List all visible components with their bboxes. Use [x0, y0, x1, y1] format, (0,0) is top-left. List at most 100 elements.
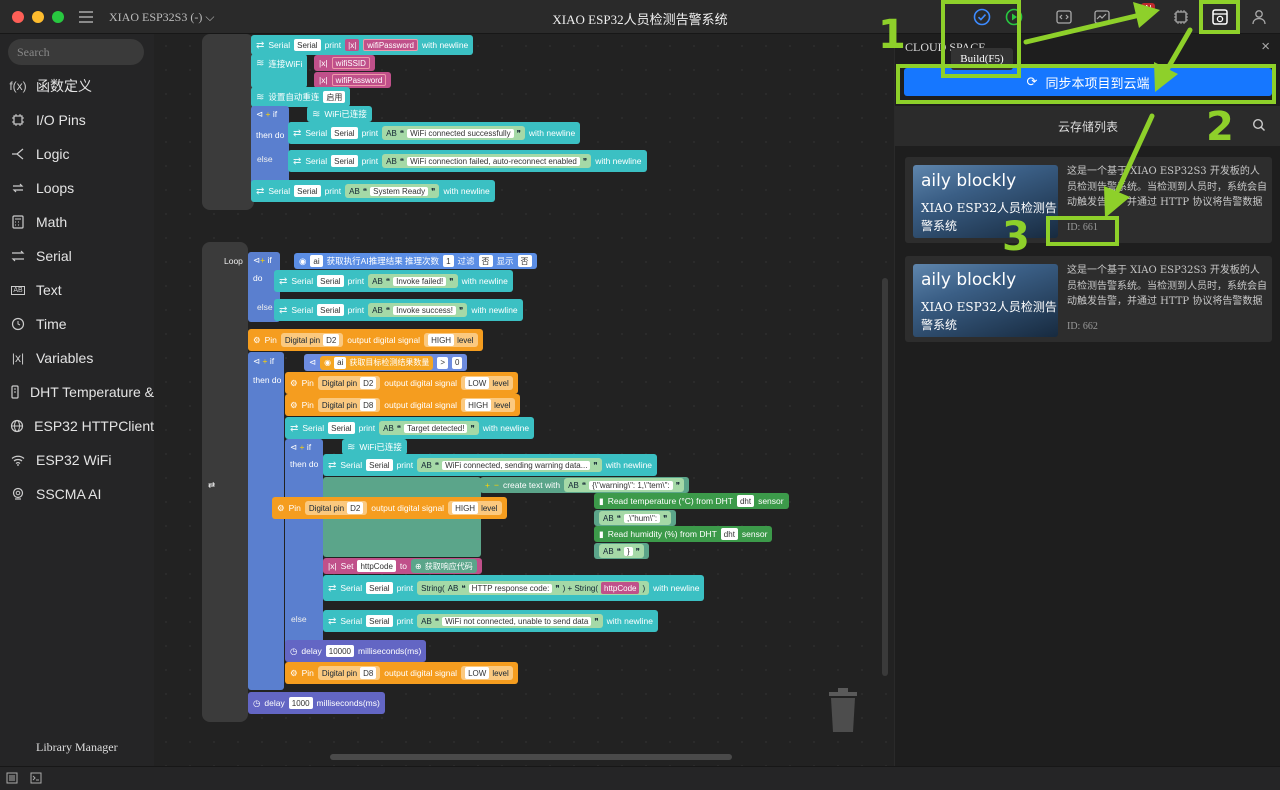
serial-icon: ⇄ — [293, 127, 302, 139]
category-dht[interactable]: DHT Temperature & — [0, 378, 154, 406]
serial-icon: ⇄ — [293, 155, 302, 167]
category-logic[interactable]: Logic — [0, 140, 154, 168]
refresh-icon: ⟳ — [1026, 74, 1038, 90]
build-check-icon[interactable] — [973, 8, 991, 26]
close-icon[interactable]: × — [1261, 38, 1270, 55]
search-icon[interactable] — [1252, 118, 1266, 132]
ai-badge[interactable]: AI — [1141, 3, 1155, 15]
category-label: ESP32 HTTPClient — [34, 418, 154, 434]
function-icon: f(x) — [9, 79, 27, 93]
cloud-space-icon[interactable] — [1211, 8, 1229, 26]
category-label: Time — [36, 316, 67, 332]
workspace-horizontal-scrollbar[interactable] — [330, 754, 732, 760]
category-httpclient[interactable]: ESP32 HTTPClient — [0, 412, 154, 440]
serial-icon: ⇄ — [290, 422, 299, 434]
minimize-window-button[interactable] — [32, 11, 44, 23]
serial-icon: ⇄ — [256, 39, 265, 51]
category-time[interactable]: Time — [0, 310, 154, 338]
upload-run-icon[interactable] — [1005, 8, 1023, 26]
text-string-block[interactable]: AB❝}❞ — [594, 543, 649, 559]
pin-icon: ⚙ — [277, 502, 285, 513]
log-icon[interactable] — [6, 772, 18, 784]
serial-icon — [0, 249, 36, 263]
category-label: Variables — [36, 350, 94, 366]
project-id: ID: 662 — [1067, 321, 1098, 332]
wifi-connected-condition[interactable]: ≋WiFi已连接 — [342, 439, 407, 455]
wifi-ssid-variable[interactable]: |x|wifiSSID — [314, 55, 375, 71]
camera-icon — [0, 487, 36, 501]
sync-to-cloud-button[interactable]: ⟳同步本项目到云端 — [904, 68, 1272, 96]
logic-icon: ⊲ — [290, 442, 298, 452]
maximize-window-button[interactable] — [52, 11, 64, 23]
status-bar — [0, 766, 1280, 790]
project-selector[interactable]: XIAO ESP32S3 (-) ⌵ — [109, 10, 215, 24]
toolbox-search-input[interactable] — [8, 39, 144, 65]
logic-icon: ⊲ — [253, 255, 261, 265]
wifi-icon: ≋ — [347, 441, 356, 453]
thumbnail-brand: aily blockly — [921, 270, 1017, 290]
logic-icon: ⊲ — [309, 357, 317, 367]
workspace-vertical-scrollbar[interactable] — [882, 278, 888, 676]
trash-icon[interactable] — [826, 686, 860, 734]
wifi-connected-condition[interactable]: ≋WiFi已连接 — [307, 106, 372, 122]
build-tooltip: Build(F5) — [951, 48, 1013, 70]
menu-icon[interactable] — [77, 8, 95, 26]
user-account-icon[interactable] — [1250, 8, 1268, 26]
category-math[interactable]: Math — [0, 208, 154, 236]
text-string-block[interactable]: AB❝,\"hum\":❞ — [594, 510, 677, 526]
auto-reconnect-block[interactable]: ≋设置自动重连启用 — [251, 87, 351, 107]
board-chip-icon[interactable] — [1172, 8, 1190, 26]
serial-monitor-icon[interactable] — [1093, 8, 1111, 26]
category-variables[interactable]: |x|Variables — [0, 344, 154, 372]
thumbnail-brand: aily blockly — [921, 171, 1017, 191]
close-window-button[interactable] — [12, 11, 24, 23]
clock-icon: ◷ — [253, 697, 261, 708]
category-serial[interactable]: Serial — [0, 242, 154, 270]
category-loops[interactable]: Loops — [0, 174, 154, 202]
setup-block-frame — [202, 34, 254, 210]
serial-icon: ⇄ — [328, 582, 337, 594]
terminal-icon[interactable] — [30, 772, 42, 784]
code-view-icon[interactable] — [1055, 8, 1073, 26]
category-wifi[interactable]: ESP32 WiFi — [0, 446, 154, 474]
wifi-icon: ≋ — [256, 58, 265, 69]
library-manager-button[interactable]: Library Manager — [36, 740, 118, 754]
connect-wifi-block[interactable]: ≋连接WiFi — [251, 54, 308, 88]
category-sscma-ai[interactable]: SSCMA AI — [0, 480, 154, 508]
wifi-password-variable[interactable]: |x|wifiPassword — [314, 72, 392, 88]
category-functions[interactable]: f(x)函数定义 — [0, 72, 154, 100]
category-io-pins[interactable]: I/O Pins — [0, 106, 154, 134]
serial-icon: ⇄ — [279, 275, 288, 287]
